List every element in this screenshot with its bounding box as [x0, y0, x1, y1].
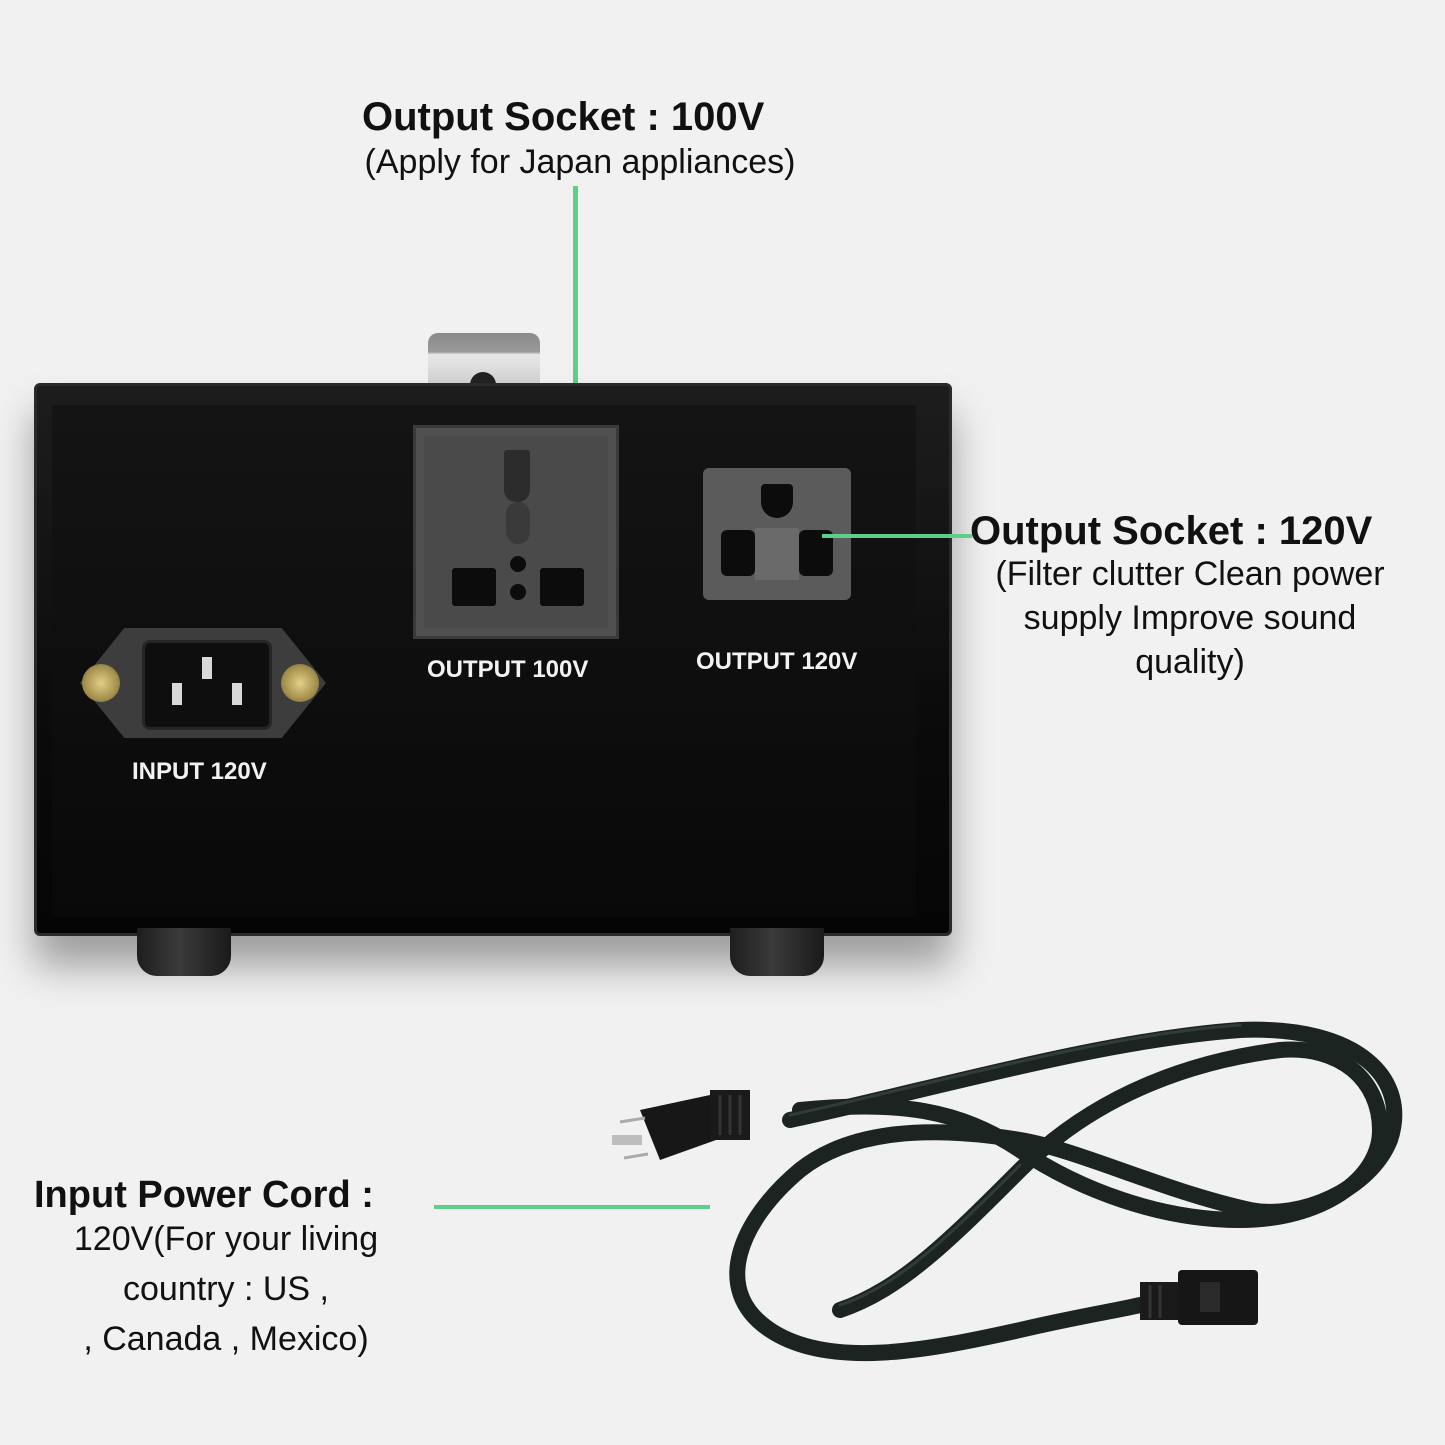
socket-slot-round: [506, 502, 530, 544]
socket-slot-right: [540, 568, 584, 606]
input-cord-leader-line: [434, 1205, 710, 1209]
output-120v-callout-description: (Filter clutter Clean power supply Impro…: [960, 552, 1420, 684]
output-100v-socket[interactable]: [413, 425, 619, 639]
output-100v-label: OUTPUT 100V: [427, 656, 589, 683]
iec-c13-connector: [1140, 1270, 1258, 1325]
socket-slot-left: [452, 568, 496, 606]
iec-inlet-face: [142, 640, 272, 730]
output-120v-leader-line: [822, 534, 972, 538]
description-line: , Canada , Mexico): [83, 1320, 369, 1358]
input-cord-callout-description: 120V(For your living country : US , , Ca…: [26, 1214, 426, 1364]
mount-screw-right: [281, 664, 319, 702]
socket-pin-hole: [510, 556, 526, 572]
output-120v-label: OUTPUT 120V: [696, 648, 858, 675]
mount-screw-left: [82, 664, 120, 702]
socket-center-bridge: [755, 528, 799, 580]
output-100v-leader-line: [573, 186, 578, 470]
input-120v-label: INPUT 120V: [132, 758, 267, 785]
foot-left: [137, 928, 231, 976]
socket-pin-hole: [510, 584, 526, 600]
description-line: 120V(For your living: [73, 1220, 379, 1258]
output-100v-callout-description: (Apply for Japan appliances): [364, 143, 796, 181]
foot-right: [730, 928, 824, 976]
output-100v-callout-title: Output Socket : 100V: [362, 95, 765, 139]
power-cord-image: [600, 1020, 1420, 1400]
inlet-pin-left: [172, 683, 182, 705]
socket-slot-left: [721, 530, 755, 576]
handle-screw: [470, 372, 496, 386]
description-line: quality): [1135, 643, 1245, 681]
nema-plug: [612, 1090, 750, 1160]
inlet-pin-ground: [202, 657, 212, 679]
description-line: (Filter clutter Clean power: [995, 555, 1385, 593]
socket-slot-top: [504, 450, 530, 502]
inlet-pin-right: [232, 683, 242, 705]
description-line: supply Improve sound: [1023, 599, 1357, 637]
description-line: country : US ,: [123, 1270, 329, 1308]
output-120v-callout-title: Output Socket : 120V: [970, 509, 1373, 553]
input-cord-callout-title: Input Power Cord :: [34, 1174, 374, 1216]
socket-ground-hole: [761, 484, 793, 518]
